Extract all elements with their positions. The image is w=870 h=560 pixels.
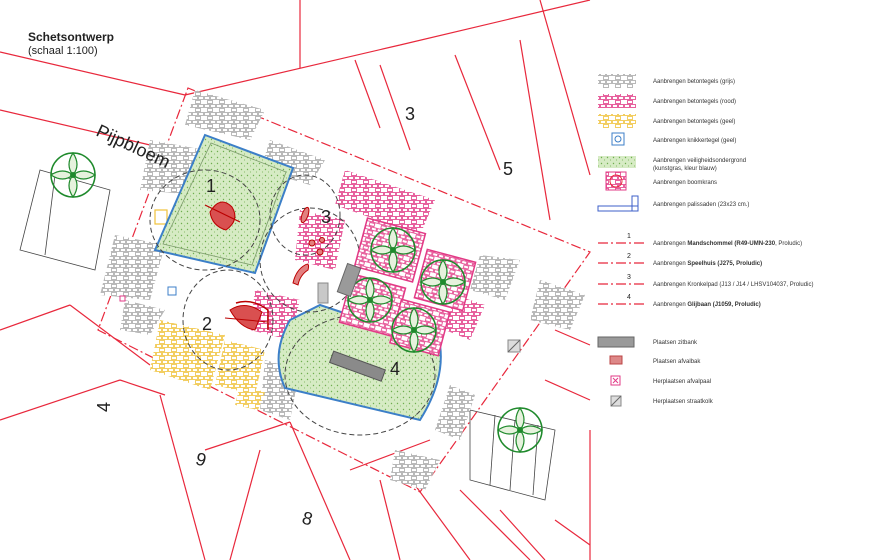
yellow-tile-icon [598, 114, 636, 128]
bin-post [119, 295, 126, 302]
equipment-1 [204, 201, 241, 231]
grey-tile-icon [598, 74, 636, 88]
bench [336, 262, 362, 298]
legend-label-street-drain: Herplaatsen straatkolk [653, 399, 714, 405]
equipment-3 [292, 206, 325, 286]
page-title: Schetsontwerp [28, 30, 115, 44]
plot-number-8: 8 [300, 508, 315, 530]
safety-surface-icon [598, 156, 636, 168]
zone-label-1: 1 [206, 176, 216, 196]
legend-eq-number-2: 2 [627, 253, 631, 260]
legend-label-safety-1: Aanbrengen veiligheidsondergrond [653, 158, 746, 164]
palisade-icon [597, 195, 639, 212]
zone-label-2: 2 [202, 314, 212, 334]
street-tree-1 [50, 152, 96, 198]
tree-4 [391, 307, 437, 353]
plot-number-3: 3 [405, 104, 415, 124]
waste-bin-icon [609, 355, 623, 365]
grey-paving [100, 90, 585, 490]
tree-ring-icon [605, 171, 627, 191]
legend-label-yellow: Aanbrengen betontegels (geel) [653, 119, 735, 125]
legend-label-bin-post: Herplaatsen afvalpaal [653, 379, 711, 385]
legend-label-bench: Plaatsen zitbank [653, 340, 698, 346]
knikker-tile [167, 286, 177, 296]
tree-1 [370, 227, 416, 273]
legend-eq-label-3: Aanbrengen Kronkelpad (J13 / J14 / LHSV1… [653, 282, 813, 288]
legend-label-grey: Aanbrengen betontegels (grijs) [653, 79, 735, 85]
legend-eq-number-3: 3 [627, 274, 631, 281]
legend-eq-label-1: Aanbrengen Mandschommel (R49-UMN-230, Pr… [653, 241, 802, 247]
legend-label-palisade: Aanbrengen palissaden (23x23 cm.) [653, 202, 749, 208]
yellow-paving [150, 209, 265, 410]
grey-block [317, 282, 329, 304]
legend-eq-label-4: Aanbrengen Glijbaan (J1059, Proludic) [653, 302, 761, 308]
knikker-tile-icon [611, 132, 625, 146]
legend-label-safety-2: (kunstgras, kleur blauw) [653, 166, 717, 172]
tree-2 [420, 259, 466, 305]
legend-eq-number-1: 1 [627, 233, 631, 240]
building-outlines [19, 169, 556, 501]
plot-number-4: 4 [94, 402, 114, 412]
legend-eq-number-4: 4 [627, 294, 631, 301]
red-tile-icon [598, 94, 636, 108]
street-tree-2 [497, 407, 543, 453]
legend-label-red: Aanbrengen betontegels (rood) [653, 99, 736, 105]
equipment-4-slide [328, 350, 387, 382]
legend-label-waste-bin: Plaatsen afvalbak [653, 359, 701, 365]
bench-icon [597, 336, 635, 348]
scale-note: (schaal 1:100) [28, 45, 98, 57]
legend-label-tree-ring: Aanbrengen boomkrans [653, 180, 717, 186]
zone-label-4: 4 [390, 359, 400, 379]
legend-label-knikker: Aanbrengen knikkertegel (geel) [653, 138, 736, 144]
parcel-lines [0, 0, 591, 560]
legend: Aanbrengen betontegels (grijs) Aanbrenge… [597, 74, 813, 407]
legend-eq-label-2: Aanbrengen Speelhuis (J275, Proludic) [653, 261, 762, 267]
plot-number-9: 9 [194, 449, 209, 471]
zone-label-3: 3 [321, 207, 331, 227]
equipment-2 [224, 300, 269, 331]
plot-number-5: 5 [503, 159, 513, 179]
